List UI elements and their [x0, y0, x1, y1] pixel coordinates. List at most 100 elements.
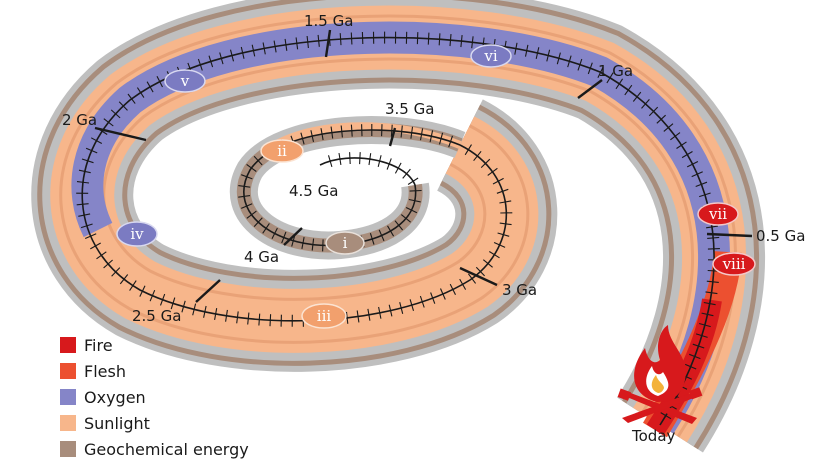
timeline-tick [703, 301, 716, 306]
timeline-tick [369, 233, 375, 245]
timeline-tick [159, 293, 166, 306]
tick-1ga [577, 79, 603, 99]
legend-label-fire: Fire [84, 336, 113, 355]
timeline-tick [253, 217, 263, 227]
timeline-tick [597, 66, 604, 78]
marker-viii-label: viii [722, 255, 746, 273]
timeline-tick [429, 130, 434, 143]
timeline-tick [692, 343, 705, 349]
flame-core [651, 375, 664, 393]
timeline-tick [258, 313, 261, 326]
timeline-tick [310, 130, 315, 143]
timeline-tick [460, 35, 463, 48]
timeline-tick [330, 126, 334, 139]
timeline-tick [368, 153, 372, 166]
timeline-tick [459, 278, 467, 290]
timeline-tick [535, 47, 540, 60]
timeline-tick [707, 248, 720, 250]
label-4-5ga: 4.5 Ga [289, 182, 338, 200]
timeline-tick [492, 177, 504, 185]
timeline-tick [192, 303, 197, 316]
tick-0-5ga [706, 232, 753, 238]
timeline-tick [684, 363, 697, 370]
timeline-tick [219, 52, 224, 65]
timeline-tick [136, 87, 145, 98]
log-right [622, 392, 699, 423]
log-right-cap [688, 387, 703, 400]
timeline-tick [241, 174, 253, 180]
timeline-tick [103, 118, 114, 127]
marker-ii [260, 139, 304, 163]
timeline-tick [129, 280, 137, 291]
timeline-tick [271, 227, 278, 240]
marker-v-label: v [180, 72, 190, 90]
timeline-tick [214, 308, 218, 320]
event-markers: i ii iii iv v vi vii viii [116, 44, 756, 329]
timeline-tick [386, 158, 392, 170]
timeline-tick [499, 200, 512, 204]
today-label: Today [631, 427, 676, 445]
timeline-tick [327, 155, 333, 168]
timeline-tick [76, 181, 90, 184]
timeline-tick [236, 311, 239, 324]
timeline-tick [247, 312, 250, 325]
timeline-tick [301, 236, 305, 250]
timeline-tick [427, 32, 430, 45]
timeline-outer-line [81, 36, 715, 426]
tick-2ga [94, 126, 147, 142]
timeline-tick [367, 308, 371, 321]
timeline-tick [439, 288, 446, 300]
timeline-tick [240, 46, 245, 59]
legend-swatch-flesh [60, 363, 76, 379]
timeline-tick [139, 285, 146, 297]
timeline-ticks-outer [76, 31, 721, 420]
timeline-tick [606, 72, 614, 84]
timeline-tick [707, 236, 720, 239]
timeline-tick [127, 93, 136, 104]
timeline-tick [430, 292, 436, 304]
legend-label-geochemical-energy: Geochemical energy [84, 440, 249, 459]
timeline-tick [695, 333, 708, 338]
legend-swatch-geochemical-energy [60, 441, 76, 457]
timeline-tick [480, 158, 491, 168]
timeline-tick [394, 220, 404, 231]
timeline-tick [81, 158, 94, 164]
legend-swatch-sunlight [60, 415, 76, 431]
timeline-tick [208, 55, 214, 68]
timeline-tick [706, 225, 718, 229]
timeline-tick [262, 42, 266, 55]
timeline-tick [251, 44, 256, 57]
marker-iii [301, 303, 347, 329]
timeline-tick [85, 147, 98, 154]
timeline-tick [78, 169, 91, 174]
legend-swatch-fire [60, 337, 76, 353]
timeline-tick [84, 233, 97, 240]
timeline-tick [273, 40, 277, 53]
timeline-tick [350, 32, 353, 45]
label-0-5ga: 0.5 Ga [756, 227, 805, 245]
timeline-tick [473, 150, 482, 162]
timeline-tick [706, 280, 719, 283]
timeline-tick [410, 126, 414, 139]
legend-label-oxygen: Oxygen [84, 388, 146, 407]
timeline-tick [281, 231, 287, 244]
marker-ii-label: ii [277, 142, 287, 160]
timeline-tick [118, 101, 128, 111]
timeline-tick [686, 161, 699, 168]
marker-iii-label: iii [317, 307, 332, 325]
label-3-5ga: 3.5 Ga [385, 100, 434, 118]
timeline-tick [524, 44, 529, 57]
timeline-tick [514, 42, 518, 55]
timeline-tick [225, 309, 228, 322]
tick-4ga [283, 227, 303, 246]
timeline-tick [656, 114, 666, 124]
timeline-tick [295, 37, 299, 50]
marker-vi-label: vi [483, 47, 497, 65]
legend-label-sunlight: Sunlight [84, 414, 150, 433]
timeline-tick [499, 222, 512, 226]
timeline-tick [246, 163, 257, 172]
timeline-tick [698, 322, 711, 328]
timeline-tick [90, 137, 103, 144]
timeline-tick [399, 302, 404, 314]
timeline-tick [409, 299, 415, 311]
